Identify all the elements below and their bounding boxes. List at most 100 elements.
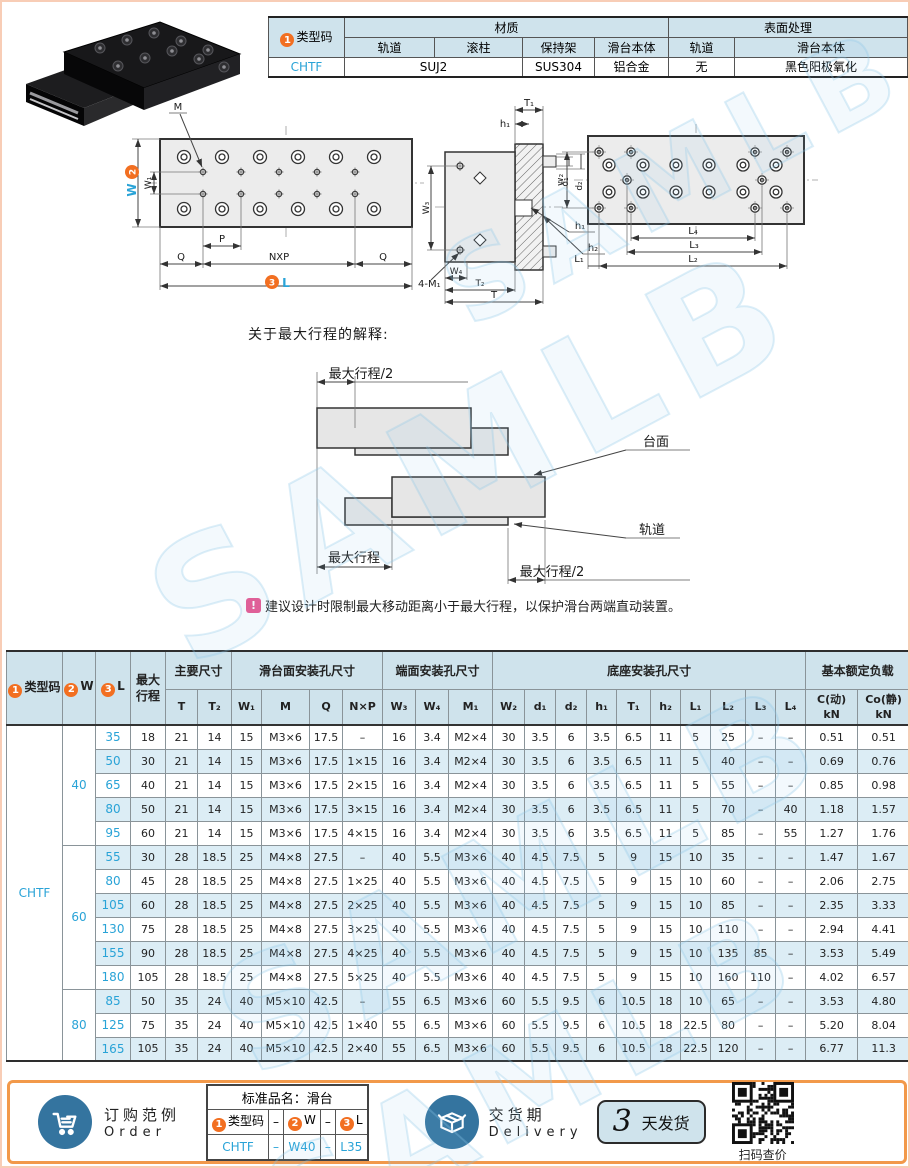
spec-cell: 4.5 bbox=[524, 964, 557, 990]
spec-cell: – bbox=[775, 1036, 807, 1062]
qr-code bbox=[731, 1081, 794, 1144]
spec-cell: 3.4 bbox=[415, 820, 450, 846]
spec-cell: 40 bbox=[492, 868, 526, 894]
spec-cell: 7.5 bbox=[555, 916, 588, 942]
spec-cell: – bbox=[745, 844, 777, 870]
spec-cell: 1.47 bbox=[805, 844, 859, 870]
column-header: 滑台本体 bbox=[734, 36, 908, 58]
spec-cell: 27.5 bbox=[309, 844, 344, 870]
section-view-drawing: T₁ h₁ W₃ 4-M₁ W₄ T₂ T d₁ d₂ h₁ h₂ bbox=[418, 98, 605, 305]
spec-cell: 17.5 bbox=[309, 820, 344, 846]
spec-cell: M2×4 bbox=[448, 796, 494, 822]
spec-cell: – bbox=[745, 796, 777, 822]
spec-cell: 6 bbox=[555, 796, 588, 822]
type-code-cell: CHTF bbox=[268, 56, 345, 78]
spec-cell: 110 bbox=[710, 916, 747, 942]
spec-cell: 10.5 bbox=[616, 1036, 652, 1062]
spec-cell: 21 bbox=[165, 724, 198, 750]
spec-cell: 11 bbox=[650, 820, 682, 846]
spec-cell: M3×6 bbox=[261, 724, 311, 750]
spec-cell: 5.5 bbox=[415, 844, 450, 870]
spec-cell: 7.5 bbox=[555, 868, 588, 894]
spec-cell: 5 bbox=[586, 844, 618, 870]
spec-cell: 75 bbox=[130, 916, 166, 942]
spec-cell: 15 bbox=[231, 724, 263, 750]
spec-cell: 6 bbox=[555, 724, 588, 750]
spec-cell: 9 bbox=[616, 940, 652, 966]
group-header-load: 基本额定负载 bbox=[805, 650, 908, 690]
dim-label-l1: L₁ bbox=[574, 254, 584, 265]
spec-cell: 5.5 bbox=[415, 916, 450, 942]
dim-label-h1: h₁ bbox=[575, 221, 585, 232]
top-view-drawing: M 2 W W₁ P Q NXP Q 3 L bbox=[125, 102, 424, 290]
spec-cell: M3×6 bbox=[261, 820, 311, 846]
spec-cell: 40 bbox=[231, 988, 263, 1014]
spec-cell: 24 bbox=[196, 1012, 233, 1038]
table-row: CHTF SUJ2 SUS304 铝合金 无 黑色阳极氧化 bbox=[268, 56, 908, 78]
spec-cell: 21 bbox=[165, 748, 198, 774]
spec-cell: 75 bbox=[130, 1012, 166, 1038]
spec-cell: 30 bbox=[492, 796, 526, 822]
spec-cell: 6 bbox=[586, 988, 618, 1014]
spec-cell: 3.5 bbox=[524, 820, 557, 846]
spec-cell: 5.20 bbox=[805, 1012, 859, 1038]
group-header-end: 端面安装孔尺寸 bbox=[382, 650, 494, 690]
spec-cell: M3×6 bbox=[448, 916, 494, 942]
spec-cell: 55 bbox=[710, 772, 747, 798]
spec-cell: 25 bbox=[231, 916, 263, 942]
spec-cell: 40 bbox=[492, 844, 526, 870]
dim-label-t2: T₂ bbox=[474, 279, 484, 289]
spec-cell: 6.5 bbox=[616, 748, 652, 774]
spec-cell: M5×10 bbox=[261, 1036, 311, 1062]
spec-cell: 16 bbox=[382, 796, 417, 822]
delivery-title-en: Delivery bbox=[488, 1125, 583, 1140]
column-header: d₂ bbox=[555, 688, 588, 726]
spec-cell: 11 bbox=[650, 724, 682, 750]
spec-cell: 10 bbox=[680, 988, 712, 1014]
column-header: 滑台本体 bbox=[593, 36, 670, 58]
spec-cell: 40 bbox=[492, 964, 526, 990]
spec-cell: 27.5 bbox=[309, 916, 344, 942]
delivery-days-box: 3 天发货 bbox=[596, 1100, 706, 1144]
spec-cell: 40 bbox=[710, 748, 747, 774]
spec-cell: – bbox=[775, 1012, 807, 1038]
spec-cell: 21 bbox=[165, 772, 198, 798]
spec-cell: 25 bbox=[231, 940, 263, 966]
spec-cell: 18 bbox=[650, 1012, 682, 1038]
stroke-diagram: 最大行程/2 台面 最大行程 轨道 最大行程/2 bbox=[316, 367, 690, 584]
spec-cell: 5.5 bbox=[415, 964, 450, 990]
spec-cell: 30 bbox=[130, 844, 166, 870]
dim-label-w: 2 W bbox=[125, 165, 139, 197]
badge-1: 1 bbox=[212, 1117, 227, 1132]
spec-cell: 0.85 bbox=[805, 772, 859, 798]
dim-label-l2: L₂ bbox=[688, 254, 698, 265]
spec-cell: 27.5 bbox=[309, 868, 344, 894]
dim-label-l4: L₄ bbox=[688, 226, 698, 237]
spec-cell: 40 bbox=[382, 940, 417, 966]
svg-text:3: 3 bbox=[269, 279, 275, 289]
spec-cell: 28 bbox=[165, 964, 198, 990]
dim-full-label: 最大行程 bbox=[328, 551, 380, 566]
length-cell: 55 bbox=[95, 844, 131, 870]
spec-cell: 4.5 bbox=[524, 892, 557, 918]
type-code-cell: CHTF bbox=[6, 724, 63, 1062]
spec-cell: 25 bbox=[710, 724, 747, 750]
spec-cell: 16 bbox=[382, 748, 417, 774]
delivery-days: 3 bbox=[612, 1104, 632, 1139]
spec-cell: 135 bbox=[710, 940, 747, 966]
spec-cell: 10 bbox=[680, 892, 712, 918]
spec-cell: 0.98 bbox=[857, 772, 908, 798]
spec-cell: 4.5 bbox=[524, 844, 557, 870]
delivery-section-title: 交货期 Delivery bbox=[489, 1104, 583, 1140]
spec-cell: – bbox=[342, 988, 384, 1014]
spec-cell: 18.5 bbox=[196, 868, 233, 894]
order-col-sep: – bbox=[319, 1109, 336, 1135]
